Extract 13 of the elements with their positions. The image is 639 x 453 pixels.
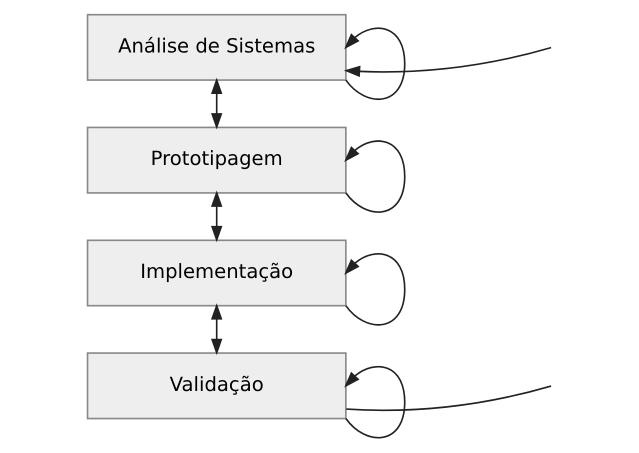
- node-box: Análise de Sistemas: [86, 14, 346, 81]
- node-box: Prototipagem: [86, 126, 346, 194]
- connector: [346, 385, 551, 412]
- arrow: [210, 78, 222, 130]
- node-box: Implementação: [86, 239, 346, 307]
- arrow: [210, 303, 222, 356]
- arrow: [344, 27, 406, 100]
- arrow: [344, 140, 406, 213]
- arrow: [344, 366, 406, 438]
- arrow: [343, 46, 551, 78]
- node-box: Validação: [86, 352, 346, 420]
- arrow: [210, 190, 222, 242]
- arrow: [344, 253, 406, 326]
